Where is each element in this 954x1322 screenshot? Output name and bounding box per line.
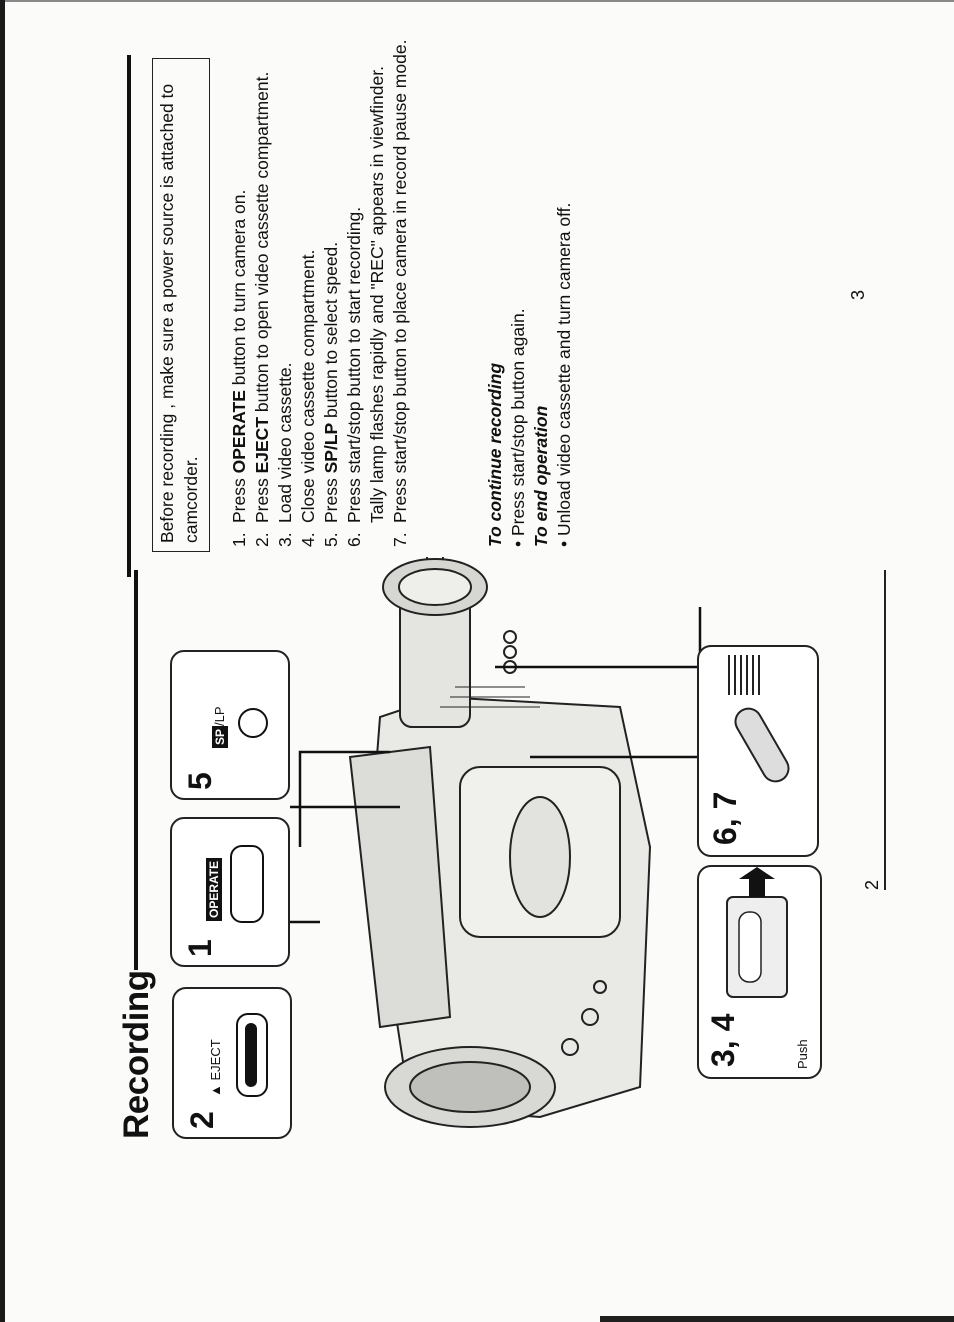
cassette-push-icon (726, 867, 788, 998)
step-1: 1. Press OPERATE button to turn camera o… (228, 22, 251, 547)
sp-label: SP (212, 725, 228, 748)
eject-button-slot (245, 1023, 257, 1087)
step-number: 5. (321, 532, 341, 547)
section-rule (127, 55, 131, 577)
startstop-button-icon (728, 655, 790, 783)
eject-callout: 2 ▲ EJECT (172, 987, 292, 1139)
step-5: 5. Press SP/LP button to select speed. (320, 22, 343, 547)
cassette-callout: 3, 4 Push (697, 865, 822, 1079)
splp-button[interactable] (238, 708, 268, 738)
step-text: button to turn camera on. (229, 189, 249, 391)
startstop-callout: 6, 7 (697, 645, 819, 857)
title-rule (134, 570, 138, 970)
steps-list: 1. Press OPERATE button to turn camera o… (228, 22, 412, 547)
page-number-right: 3 (848, 289, 868, 300)
push-label: Push (795, 1039, 810, 1069)
lp-label: /LP (212, 706, 227, 726)
step-number: 7. (390, 532, 410, 547)
scan-edge-left (0, 0, 5, 1322)
step-number: 1. (229, 532, 249, 547)
operate-label: OPERATE (206, 857, 222, 921)
eject-label: ▲ EJECT (208, 1039, 223, 1097)
step-number: 6. (344, 532, 364, 547)
step-number: 2. (252, 532, 272, 547)
step-bold: SP/LP (321, 422, 341, 474)
step-text: button to select speed. (321, 241, 341, 423)
eject-button[interactable] (236, 1013, 268, 1097)
page-title: Recording (117, 970, 156, 1139)
operate-callout: 1 OPERATE (170, 817, 290, 967)
step-2: 2. Press EJECT button to open video cass… (251, 22, 274, 547)
page-number-left: 2 (862, 879, 882, 890)
callout-number: 1 (182, 939, 218, 957)
scan-edge-top (0, 0, 954, 2)
continue-text: • Press start/stop button again. (508, 308, 528, 547)
callout-number: 3, 4 (705, 1013, 741, 1067)
step-text: Tally lamp flashes rapidly and "REC" app… (367, 66, 387, 523)
callout-number: 2 (184, 1111, 220, 1129)
end-text: • Unload video cassette and turn camera … (554, 202, 574, 547)
step-bold: EJECT (252, 416, 272, 474)
splp-label: SP/LP (212, 706, 228, 748)
camcorder-illustration (290, 557, 702, 1128)
step-text: button to open video cassette compartmen… (252, 71, 272, 417)
splp-callout: 5 SP/LP (170, 650, 290, 800)
step-number: 4. (298, 532, 318, 547)
step-number: 3. (275, 532, 295, 547)
callout-number: 5 (182, 772, 218, 790)
bottom-rule (884, 570, 886, 890)
step-text: Load video cassette. (275, 362, 295, 523)
step-bold: OPERATE (229, 390, 249, 474)
eject-label-text: EJECT (208, 1039, 223, 1081)
step-text: Press start/stop button to place camera … (390, 39, 410, 523)
step-3: 3. Load video cassette. (274, 22, 297, 547)
step-text: Press start/stop button to start recordi… (344, 206, 364, 523)
scan-edge-bottom (600, 1316, 954, 1322)
operate-button[interactable] (230, 845, 264, 923)
step-text: Press (321, 473, 341, 523)
step-text: Press (252, 473, 272, 523)
step-7: 7. Press start/stop button to place came… (389, 22, 412, 547)
end-heading: To end operation (531, 405, 551, 547)
step-text: Close video cassette compartment. (298, 249, 318, 523)
callout-number: 6, 7 (707, 791, 743, 845)
power-note-box: Before recording , make sure a power sou… (152, 58, 210, 552)
continue-end-section: To continue recording • Press start/stop… (484, 47, 576, 547)
continue-heading: To continue recording (485, 362, 505, 547)
step-text: Press (229, 473, 249, 523)
step-4: 4. Close video cassette compartment. (297, 22, 320, 547)
step-6: 6. Press start/stop button to start reco… (343, 22, 389, 547)
